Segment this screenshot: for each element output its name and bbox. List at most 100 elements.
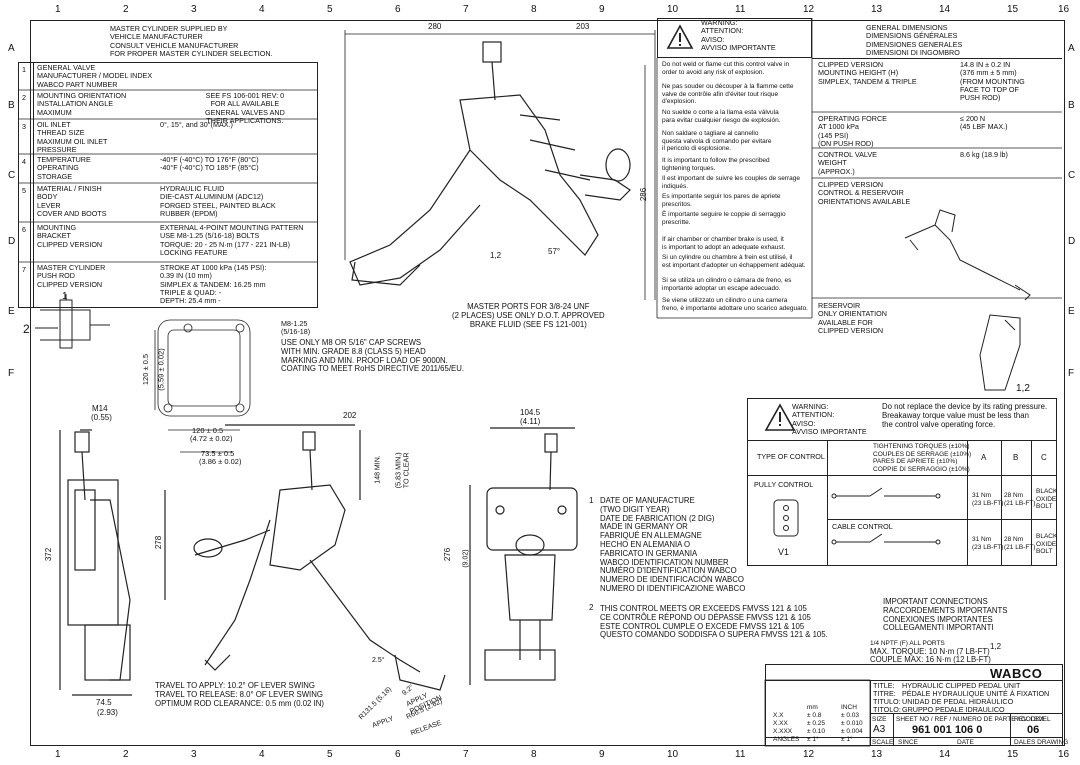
column-header: 10 [667,4,679,15]
row-header: F [1068,368,1075,379]
column-header: 16 [1058,4,1070,15]
torque-table [747,398,1057,566]
warning-paragraph: Ne pas souder ou découper à la flamme ce… [662,83,794,105]
dim-202: 202 [343,411,357,420]
tolerance-cell: ± 1° [841,736,853,743]
callout-1-2-top: 1,2 [490,251,502,260]
connections-line3: COUPLE MAX: 16 N·m (12 LB-FT) [870,655,991,664]
column-header: 7 [463,4,469,15]
general-dims-label: CLIPPED VERSION MOUNTING HEIGHT (H) SIMP… [818,60,917,86]
column-header: 7 [463,749,469,760]
spec-row-number: 5 [22,186,26,195]
spec-row-value: 0°, 15°, and 30°(MAX.) [160,120,233,129]
column-header: 1 [55,4,61,15]
note-2-marker: 2 [589,603,594,612]
spec-row-number: 2 [22,93,26,102]
rule-line [812,58,1062,59]
dim-m14: M14 [92,404,108,413]
spec-row-label: MASTER CYLINDER PUSH ROD CLIPPED VERSION [37,263,106,289]
column-header: 10 [667,749,679,760]
title-label: TITOLO: [873,705,901,714]
warning-paragraph: Si un cylindre ou chambre à frein est ut… [662,254,806,269]
spec-row-label: MOUNTING BRACKET CLIPPED VERSION [37,223,103,249]
col-a: A [981,453,987,462]
column-header: 15 [1007,749,1019,760]
tolerance-header: mm [807,704,818,711]
spec-row-label: TEMPERATURE OPERATING STORAGE [37,155,91,181]
torque-warning-text: Do not replace the device by its rating … [882,402,1048,429]
tolerance-cell: ± 0.004 [841,728,863,735]
column-header: 8 [531,4,537,15]
column-header: 16 [1058,749,1070,760]
title-name: GRUPPO PEDALE IDRAULICO [902,705,1005,714]
dim-280: 280 [428,22,442,31]
warning-paragraph: It is important to follow the prescribed… [662,157,770,172]
cap-screw-note: USE ONLY M8 OR 5/16" CAP SCREWS WITH MIN… [281,338,464,374]
tolerance-cell: ± 0.10 [807,728,826,735]
col-line [870,680,871,746]
column-header: 13 [871,749,883,760]
title-label: TITRE: [873,689,896,698]
column-header: 5 [327,4,333,15]
warning-paragraph: Il est important de suivre les couples d… [662,175,801,190]
rule-line [870,713,1063,714]
col-line [967,440,968,566]
tolerance-cell: ANGLES [773,736,800,743]
bolt-size: M8-1.25 (5/16-18) [281,319,311,337]
spec-row-label: MATERIAL / FINISH BODY LEVER COVER AND B… [37,184,107,218]
spec-row-label: OIL INLET THREAD SIZE MAXIMUM OIL INLET … [37,120,108,154]
general-dims-value: 8.6 kg (18.9 lb) [960,150,1008,159]
pully-control: PULLY CONTROL [754,480,814,489]
dim-73-5: 73.5 ± 0.5 [201,449,235,458]
master-cylinder-note: MASTER CYLINDER SUPPLIED BY VEHICLE MANU… [110,24,273,58]
callout-2: 2 [23,322,30,336]
angle-2-5: 2.5° [372,657,385,664]
column-header: 12 [803,749,815,760]
spec-row-value: SEE FS 106-001 REV: 0 FOR ALL AVAILABLE … [205,91,285,125]
spec-row-value: -40°F (-40°C) TO 176°F (80°C) -40°F (-40… [160,155,259,173]
tolerance-cell: X.X [773,712,784,719]
spec-table [18,62,318,308]
connections-line2: MAX. TORQUE: 10 N·m (7 LB-FT) [870,647,990,656]
column-header: 9 [599,4,605,15]
tolerance-header: INCH [841,704,857,711]
tolerance-cell: ± 0.8 [807,712,822,719]
torque-header: TIGHTENING TORQUES (±10%) COUPLES DE SER… [873,443,972,473]
general-dims-label: OPERATING FORCE AT 1000 kPa (145 PSI) (O… [818,114,887,148]
tolerance-cell: ± 0.010 [841,720,863,727]
col-line [1031,440,1032,566]
spec-row-number: 4 [22,157,26,166]
column-header: 6 [395,4,401,15]
rule-line [747,440,1057,441]
connections-line1: 1/4 NPTF (F) ALL PORTS [870,640,945,647]
row-header: C [8,170,16,181]
torque-warning-title: WARNING: ATTENTION: AVISO: AVVISO IMPORT… [792,402,867,436]
column-header: 2 [123,749,129,760]
general-dims-label: CLIPPED VERSION CONTROL & RESERVOIR ORIE… [818,180,911,206]
column-header: 14 [939,749,951,760]
size-label: SIZE [872,716,887,723]
drawing-label: DALES DRAWING [1014,739,1069,746]
column-header: 12 [803,4,815,15]
dim-104-5: 104.5 [520,408,541,417]
torque-r2-c: BLACK OXIDE BOLT [1036,533,1058,555]
row-header: E [1068,306,1075,317]
date-label: DATE [957,739,974,746]
row-header: E [8,306,15,317]
general-dims-value: 14.8 IN ± 0.2 IN (376 mm ± 5 mm) (FROM M… [960,60,1025,103]
general-dims-value: ≤ 200 N (45 LBF MAX.) [960,114,1008,132]
rule-line [765,737,1063,738]
warning-header [657,18,812,58]
spec-row-number: 6 [22,225,26,234]
callout-1-2-reservoir: 1,2 [1016,383,1030,394]
warning-paragraph: Si se utiliza un cilindro o cámara de fr… [662,277,792,292]
row-header: A [8,43,15,54]
rev-value: 06 [1027,724,1040,736]
column-header: 9 [599,749,605,760]
column-header: 15 [1007,4,1019,15]
warning-paragraph: Es importante seguir los pares de apriet… [662,193,781,208]
title-label: TITLE: [873,681,895,690]
warning-paragraph: If air chamber or chamber brake is used,… [662,236,786,251]
